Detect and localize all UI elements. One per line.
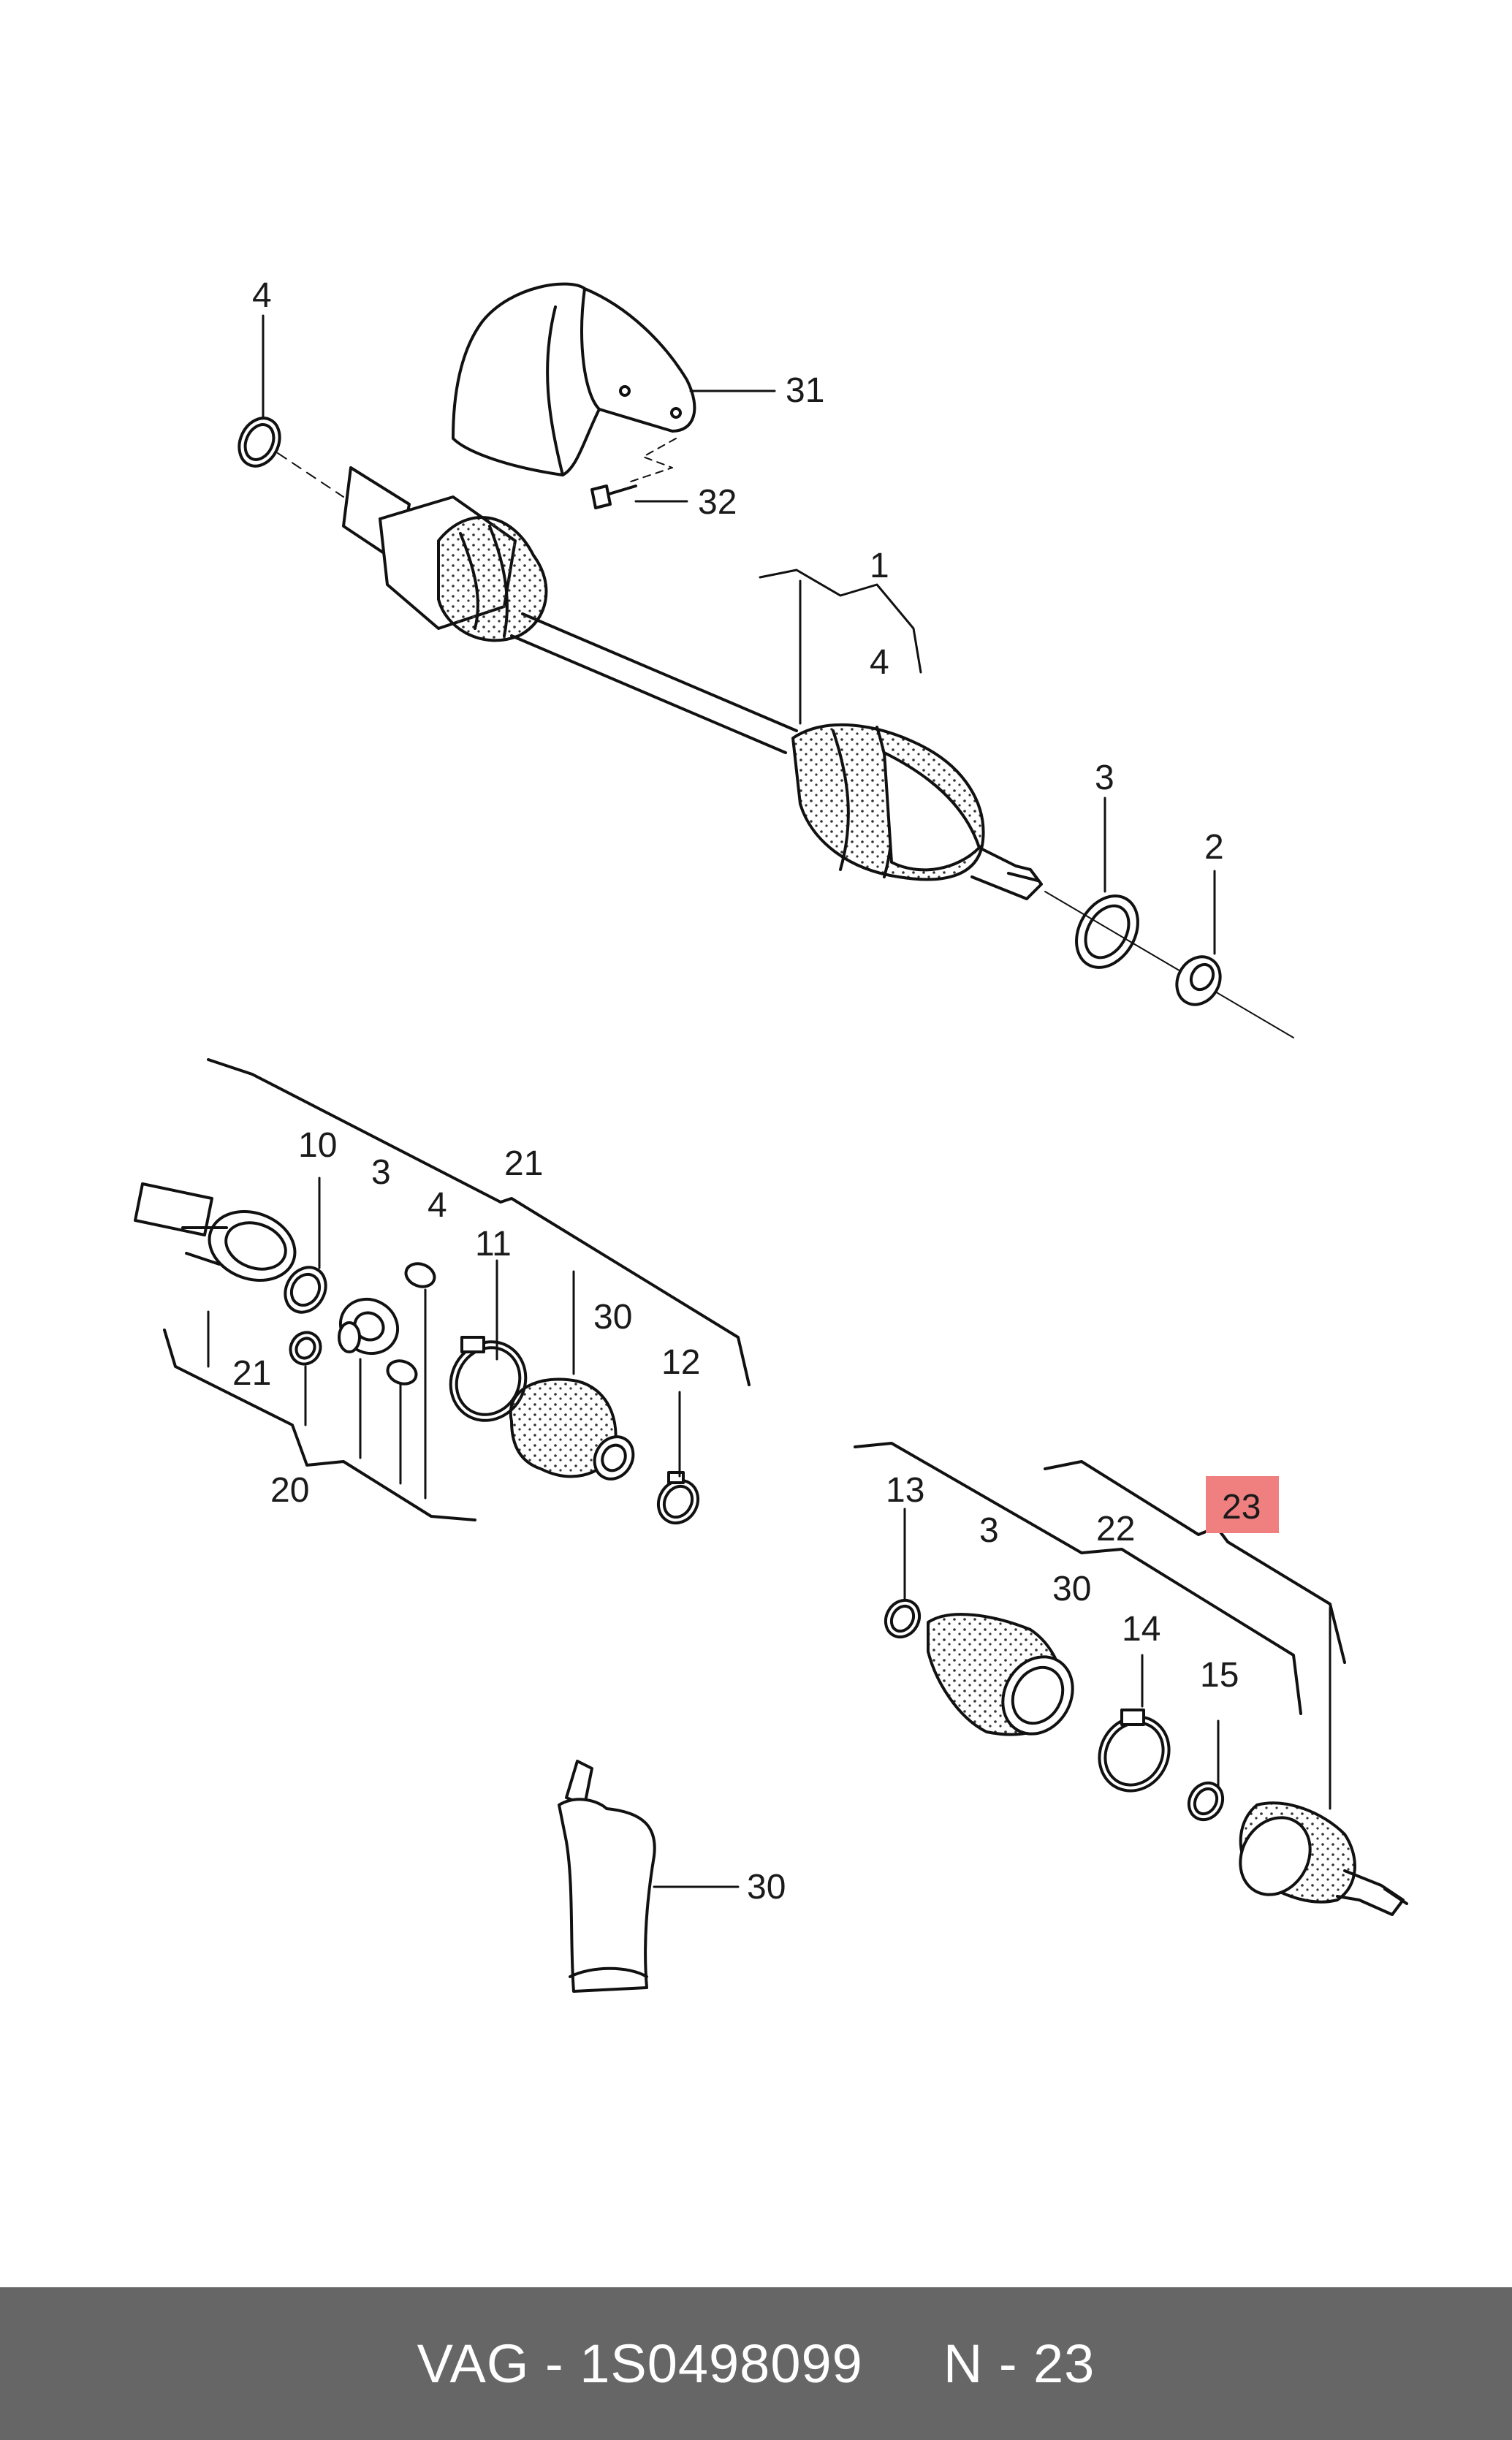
inner-joint-kit (134, 1058, 751, 1525)
callout-15: 15 (1200, 1656, 1239, 1695)
callout-11: 11 (475, 1225, 512, 1263)
callout-2: 2 (1204, 828, 1224, 867)
callout-22: 22 (1096, 1510, 1135, 1548)
callout-20: 20 (270, 1471, 309, 1510)
bolt-part (590, 438, 677, 509)
callout-1: 1 (870, 547, 889, 585)
callout-3: 3 (979, 1511, 999, 1550)
callout-32: 32 (698, 483, 737, 522)
position-label: N - 23 (943, 2333, 1095, 2394)
callout-13: 13 (886, 1471, 924, 1510)
callout-4: 4 (428, 1186, 447, 1225)
part-number: VAG - 1S0498099 (417, 2333, 863, 2394)
callout-14: 14 (1122, 1610, 1160, 1649)
callout-3: 3 (1095, 759, 1114, 797)
callout-10: 10 (298, 1126, 337, 1165)
callout-23-highlight (1206, 1476, 1279, 1533)
parts-diagram: 4 31 32 1 4 3 2 10 3 21 4 11 30 12 21 20… (134, 276, 1408, 1993)
callout-30: 30 (593, 1298, 632, 1337)
callout-21: 21 (504, 1144, 543, 1183)
circlip-part (238, 417, 281, 468)
seal-ring-part (1075, 894, 1139, 969)
callout-23: 23 (1222, 1488, 1261, 1527)
callout-30: 30 (747, 1868, 786, 1907)
callout-4: 4 (870, 643, 889, 682)
hub-nut-part (1175, 955, 1222, 1006)
callout-31: 31 (786, 371, 824, 410)
callout-3: 3 (371, 1153, 391, 1192)
callout-4: 4 (252, 276, 272, 315)
footer-bar: VAG - 1S0498099 N - 23 (0, 2287, 1512, 2440)
callout-12: 12 (661, 1343, 700, 1382)
grease-tube-part (558, 1760, 656, 1993)
outer-joint-kit (854, 1442, 1408, 1916)
heat-shield-part (452, 282, 696, 476)
drive-shaft-assembly (277, 452, 1294, 1038)
callout-30: 30 (1052, 1570, 1091, 1608)
callout-21: 21 (232, 1354, 271, 1393)
callout-labels: 4 31 32 1 4 3 2 10 3 21 4 11 30 12 21 20… (232, 276, 1261, 1907)
